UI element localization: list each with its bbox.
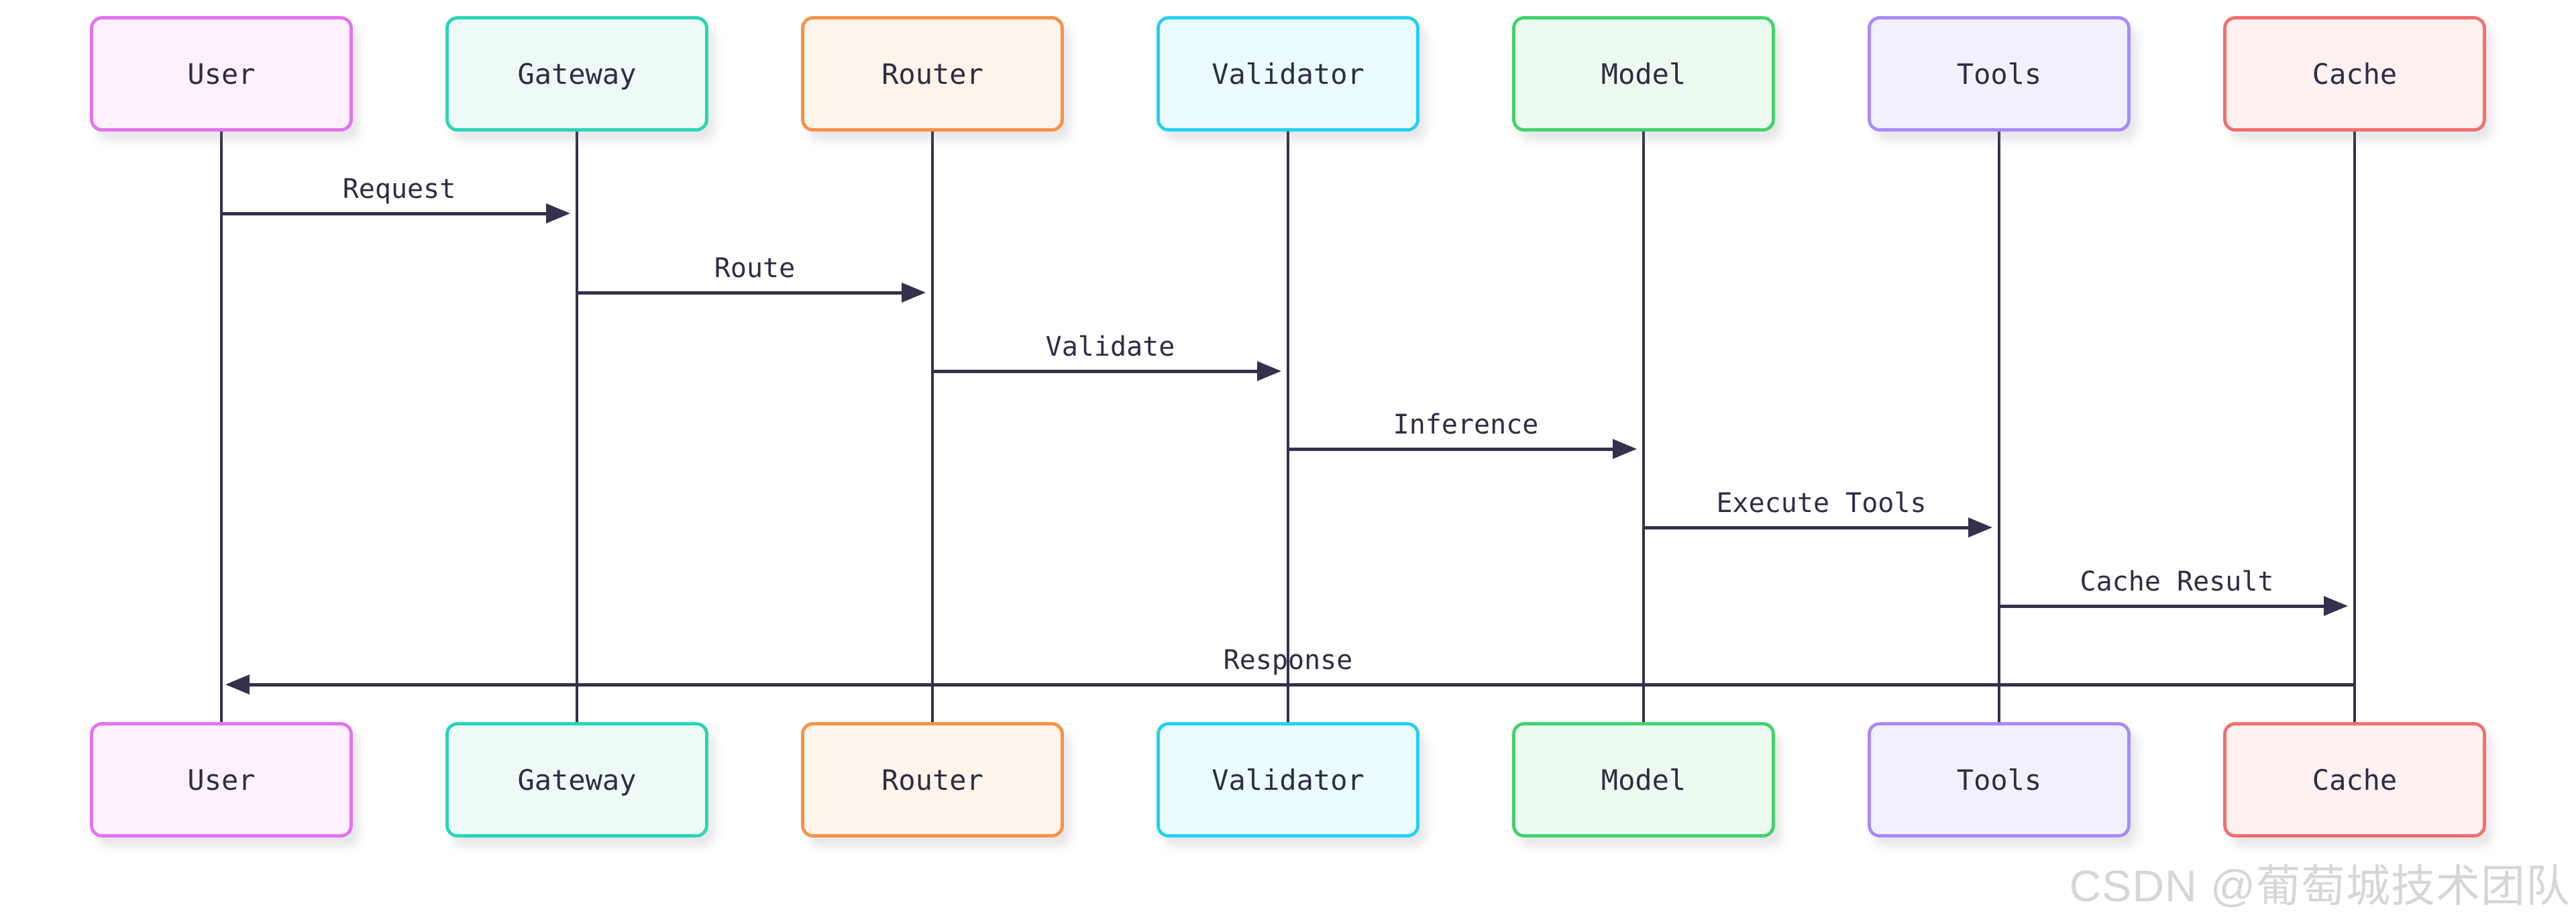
lifeline-model [1642, 132, 1645, 722]
message-label-route: Route [714, 253, 796, 284]
actor-label: User [187, 763, 256, 797]
lifeline-user [220, 132, 223, 722]
actor-label: User [187, 57, 256, 91]
actor-box-gateway-bottom: Gateway [445, 722, 708, 838]
actor-label: Validator [1212, 57, 1364, 91]
message-label-cache-result: Cache Result [2080, 566, 2274, 597]
actor-label: Tools [1956, 57, 2042, 91]
actor-box-user-top: User [90, 16, 353, 132]
arrow-head [1257, 361, 1281, 381]
message-arrow-execute-tools [1644, 526, 1970, 529]
actor-box-tools-top: Tools [1868, 16, 2131, 132]
message-label-validate: Validate [1045, 332, 1175, 362]
arrow-head [2324, 596, 2348, 616]
arrow-head [1613, 439, 1637, 459]
actor-box-router-bottom: Router [801, 722, 1064, 838]
actor-box-cache-top: Cache [2223, 16, 2486, 132]
arrow-head [546, 203, 570, 223]
lifeline-cache [2353, 132, 2356, 722]
actor-label: Router [881, 763, 983, 797]
message-label-execute-tools: Execute Tools [1716, 488, 1927, 519]
message-arrow-route [577, 291, 903, 295]
arrow-head [902, 283, 926, 303]
message-arrow-request [221, 212, 547, 215]
actor-label: Model [1601, 763, 1686, 797]
actor-box-tools-bottom: Tools [1868, 722, 2131, 838]
actor-box-router-top: Router [801, 16, 1064, 132]
actor-label: Cache [2312, 763, 2398, 797]
actor-label: Router [881, 57, 983, 91]
lifeline-gateway [576, 132, 578, 722]
actor-label: Validator [1212, 763, 1364, 797]
actor-box-cache-bottom: Cache [2223, 722, 2486, 838]
message-arrow-inference [1288, 448, 1614, 451]
actor-label: Tools [1956, 763, 2042, 797]
message-label-request: Request [342, 174, 456, 205]
actor-box-gateway-top: Gateway [445, 16, 708, 132]
actor-box-validator-top: Validator [1157, 16, 1419, 132]
actor-label: Gateway [517, 57, 637, 91]
message-arrow-response [250, 683, 2355, 687]
lifeline-tools [1998, 132, 2000, 722]
lifeline-validator [1287, 132, 1289, 722]
watermark: CSDN @葡萄城技术团队 [2069, 861, 2571, 911]
actor-box-user-bottom: User [90, 722, 353, 838]
lifeline-router [931, 132, 934, 722]
actor-label: Gateway [517, 763, 637, 797]
arrow-head [1968, 517, 1992, 538]
message-label-inference: Inference [1393, 409, 1539, 440]
message-arrow-cache-result [1999, 605, 2325, 608]
message-arrow-validate [932, 370, 1258, 373]
arrow-head [225, 674, 250, 695]
actor-label: Cache [2312, 57, 2398, 91]
actor-label: Model [1601, 57, 1686, 91]
actor-box-model-bottom: Model [1512, 722, 1775, 838]
message-label-response: Response [1223, 645, 1353, 676]
actor-box-validator-bottom: Validator [1157, 722, 1419, 838]
actor-box-model-top: Model [1512, 16, 1775, 132]
